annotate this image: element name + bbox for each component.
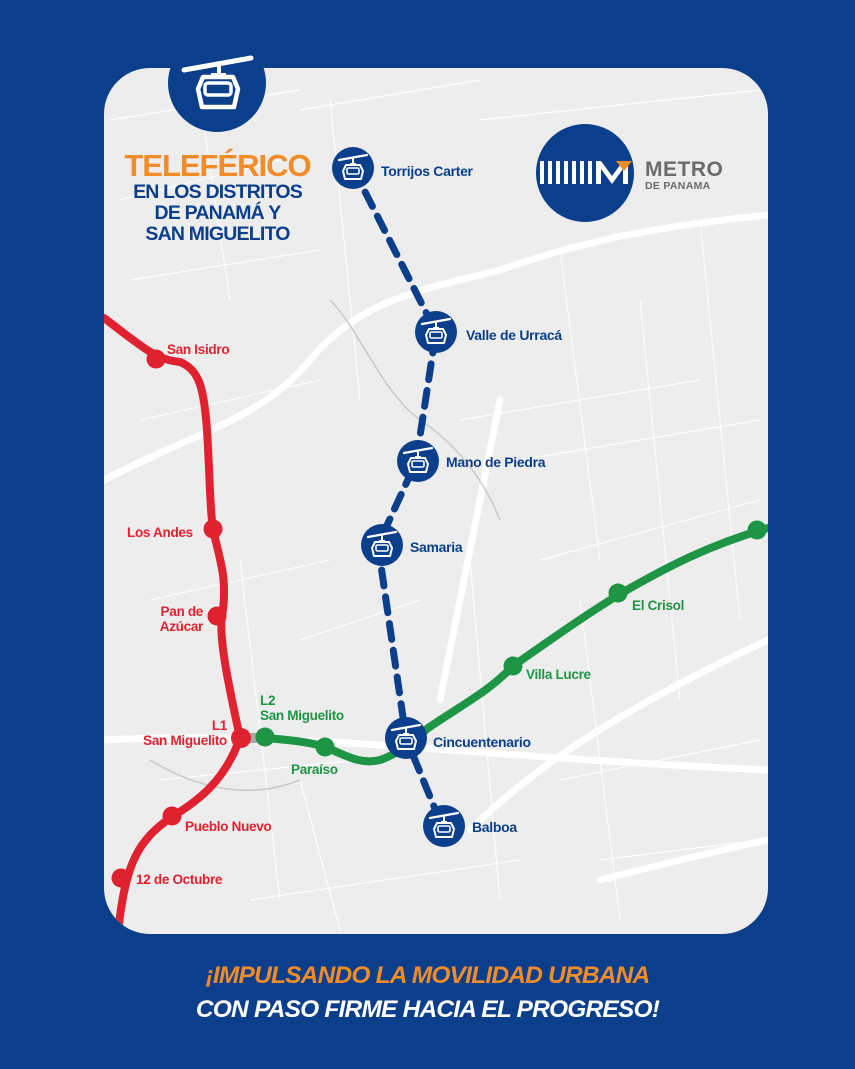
metro-logo-badge — [536, 124, 634, 222]
metro-panama-logo-icon — [540, 161, 632, 184]
station-villa-lucre[interactable] — [503, 656, 523, 676]
footer-line-2: CON PASO FIRME HACIA EL PROGRESO! — [195, 996, 660, 1023]
station-valle-de-urraca[interactable] — [413, 309, 459, 355]
label-balboa: Balboa — [472, 819, 517, 835]
station-mano-de-piedra[interactable] — [395, 438, 441, 484]
page-title: TELEFÉRICO — [124, 148, 311, 183]
station-12-de-octubre[interactable] — [111, 868, 131, 888]
line2-route — [261, 524, 768, 766]
map-card — [104, 68, 768, 934]
metro-name: METRO — [645, 158, 724, 181]
station-samaria[interactable] — [359, 522, 405, 568]
station-pan-de-azucar[interactable] — [207, 606, 227, 626]
label-pan-de-azucar: Pan de Azúcar — [140, 604, 204, 634]
label-paraiso: Paraíso — [291, 762, 338, 777]
label-l2-station: San Miguelito — [260, 708, 344, 723]
label-san-isidro: San Isidro — [167, 342, 230, 357]
label-l1-san-miguelito: L1 San Miguelito — [120, 718, 227, 748]
label-pan-de-azucar-line-1: Pan de — [160, 604, 204, 619]
label-12-de-octubre: 12 de Octubre — [136, 872, 223, 887]
label-l1-station: San Miguelito — [143, 733, 227, 748]
label-l2-san-miguelito: L2 San Miguelito — [260, 693, 344, 723]
metro-tagline: DE PANAMA — [645, 180, 711, 192]
label-samaria: Samaria — [410, 539, 463, 555]
title-block: TELEFÉRICO EN LOS DISTRITOS DE PANAMÁ Y … — [110, 150, 325, 245]
label-valle-de-urraca: Valle de Urracá — [466, 327, 562, 343]
station-cincuentenario[interactable] — [383, 715, 429, 761]
transfer-connector — [244, 733, 264, 743]
station-san-isidro[interactable] — [146, 349, 166, 369]
teleferico-route — [349, 164, 446, 830]
footer-line-1: ¡IMPULSANDO LA MOVILIDAD URBANA — [205, 962, 651, 989]
label-torrijos-carter: Torrijos Carter — [381, 163, 473, 179]
label-villa-lucre: Villa Lucre — [526, 667, 591, 682]
line1-stations — [111, 349, 251, 888]
label-los-andes: Los Andes — [127, 525, 193, 540]
line2-stations — [255, 520, 767, 757]
station-l2-san-miguelito[interactable] — [255, 727, 275, 747]
station-l1-san-miguelito[interactable] — [231, 728, 251, 748]
station-pueblo-nuevo[interactable] — [162, 806, 182, 826]
label-l2-prefix: L2 — [260, 693, 276, 708]
station-paraiso[interactable] — [315, 737, 335, 757]
station-torrijos-carter[interactable] — [330, 145, 376, 191]
station-line2-east-end[interactable] — [747, 520, 767, 540]
label-pueblo-nuevo: Pueblo Nuevo — [185, 819, 272, 834]
cable-car-badge — [168, 34, 266, 132]
label-l1-prefix: L1 — [211, 718, 227, 733]
label-cincuentenario: Cincuentenario — [433, 734, 531, 750]
label-pan-de-azucar-line-2: Azúcar — [159, 619, 204, 634]
station-el-crisol[interactable] — [608, 583, 628, 603]
subtitle-line-3: SAN MIGUELITO — [145, 223, 290, 245]
route-map — [104, 79, 768, 934]
station-balboa[interactable] — [421, 803, 467, 849]
label-el-crisol: El Crisol — [632, 598, 685, 613]
metro-wordmark: METRO DE PANAMA — [645, 158, 724, 192]
subtitle-line-2: DE PANAMÁ Y — [154, 202, 282, 224]
cable-car-icon — [181, 55, 254, 110]
label-mano-de-piedra: Mano de Piedra — [446, 454, 546, 470]
major-roads — [104, 211, 768, 884]
station-los-andes[interactable] — [203, 519, 223, 539]
subtitle-line-1: EN LOS DISTRITOS — [133, 181, 303, 203]
